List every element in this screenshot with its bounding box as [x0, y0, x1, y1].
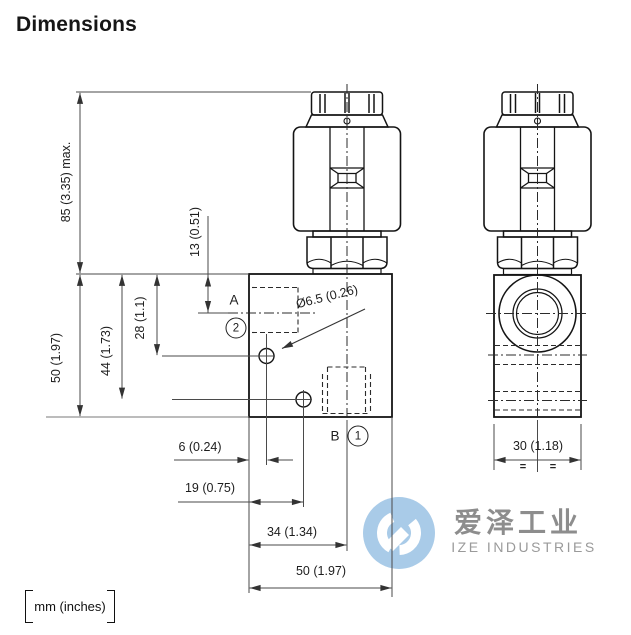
symmetry-mark-left: =: [519, 461, 527, 473]
units-note-text: mm (inches): [34, 599, 106, 614]
ize-logo-icon: [363, 497, 435, 569]
port-1-balloon-number: 1: [354, 430, 362, 442]
symmetry-mark-right: =: [549, 461, 557, 473]
port-b-label: B: [330, 428, 340, 444]
port-a-label: A: [229, 292, 239, 308]
dim-19-label: 19 (0.75): [184, 480, 236, 495]
dim-34-label: 34 (1.34): [266, 524, 318, 539]
dimension-linework: [46, 91, 582, 597]
page-title: Dimensions: [16, 13, 138, 36]
port-1-balloon: 1: [347, 425, 369, 447]
watermark-english-text: IZE INDUSTRIES: [451, 539, 597, 555]
dim-50h-label: 50 (1.97): [295, 563, 347, 578]
port-2-balloon: 2: [225, 317, 247, 339]
bracket-left-icon: [25, 590, 33, 623]
units-note: mm (inches): [25, 590, 115, 623]
dim-30-label: 30 (1.18): [512, 438, 564, 453]
right-view: [483, 84, 592, 418]
dim-85-label: 85 (3.35) max.: [58, 141, 73, 223]
dim-50v-label: 50 (1.97): [48, 332, 63, 384]
left-view: [162, 84, 402, 507]
port-2-balloon-number: 2: [232, 322, 240, 334]
dim-dia-label: Ø6.5 (0.26): [294, 282, 360, 312]
bracket-right-icon: [107, 590, 115, 623]
dim-28-label: 28 (1.1): [132, 296, 147, 340]
dim-6-label: 6 (0.24): [178, 439, 222, 454]
dim-44-label: 44 (1.73): [98, 325, 113, 377]
watermark-chinese-text: 爱泽工业: [453, 507, 583, 538]
dim-13-label: 13 (0.51): [187, 206, 202, 258]
